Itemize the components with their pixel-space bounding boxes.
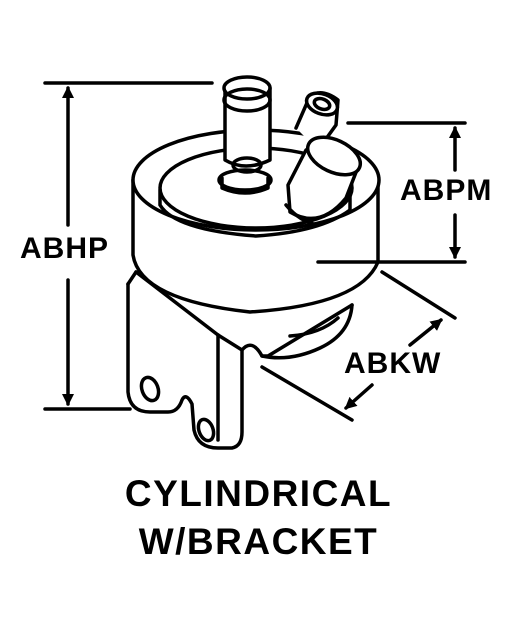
bracket (126, 270, 354, 450)
caption-line-1: CYLINDRICAL (124, 473, 393, 514)
upper-tube (294, 91, 340, 152)
abhp-label: ABHP (20, 232, 110, 265)
part-caption: CYLINDRICAL W/BRACKET (0, 470, 517, 566)
abhp-dimension (43, 81, 214, 411)
center-plunger (217, 75, 273, 195)
abkw-dimension (260, 270, 457, 422)
abpm-dimension (316, 121, 467, 264)
abkw-label: ABKW (344, 347, 442, 380)
angled-plunger (284, 135, 363, 227)
abpm-label: ABPM (400, 174, 493, 207)
caption-line-2: W/BRACKET (138, 521, 379, 562)
